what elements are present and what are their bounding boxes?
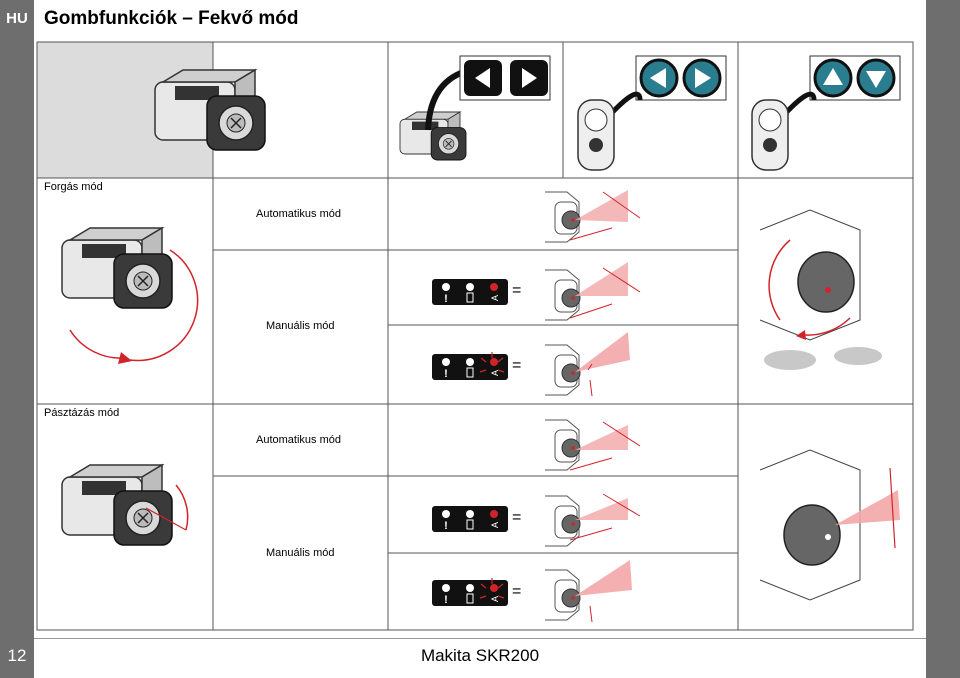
laser-device-small <box>399 111 467 161</box>
right-sidebar <box>926 0 960 678</box>
equals-sign: = <box>512 583 522 600</box>
page-number: 12 <box>7 646 27 665</box>
remote-up-down <box>751 55 901 171</box>
scan-auto-label: Automatikus mód <box>256 434 341 446</box>
equals-sign: = <box>512 357 522 374</box>
scan-manual-label: Manuális mód <box>266 547 335 559</box>
product-name: Makita SKR200 <box>420 646 540 665</box>
remote-left-right <box>577 55 727 171</box>
rotation-manual-beam-2 <box>431 332 630 397</box>
turtle-icon <box>764 350 816 370</box>
footer-divider <box>34 638 926 639</box>
left-sidebar <box>0 0 34 678</box>
equals-sign: = <box>512 282 522 299</box>
scan-mode-title: Pásztázás mód <box>44 407 120 419</box>
rotation-manual-beam-1 <box>431 262 641 321</box>
scan-manual-beam-2 <box>431 560 632 623</box>
scan-auto-beam <box>544 419 641 471</box>
equals-sign: = <box>512 509 522 526</box>
rotation-closeup <box>759 209 882 370</box>
rotation-auto-beam <box>544 190 641 243</box>
rotation-manual-label: Manuális mód <box>266 320 335 332</box>
rotation-auto-label: Automatikus mód <box>256 208 341 220</box>
rabbit-icon <box>834 347 882 365</box>
arrow-buttons-panel <box>459 55 551 101</box>
scan-manual-beam-1 <box>431 493 641 547</box>
rotation-mode-title: Forgás mód <box>44 181 103 193</box>
language-tag: HU <box>6 10 28 27</box>
scan-closeup <box>759 449 900 601</box>
laser-device-image <box>154 69 266 151</box>
page-title: Gombfunkciók – Fekvő mód <box>44 8 299 29</box>
